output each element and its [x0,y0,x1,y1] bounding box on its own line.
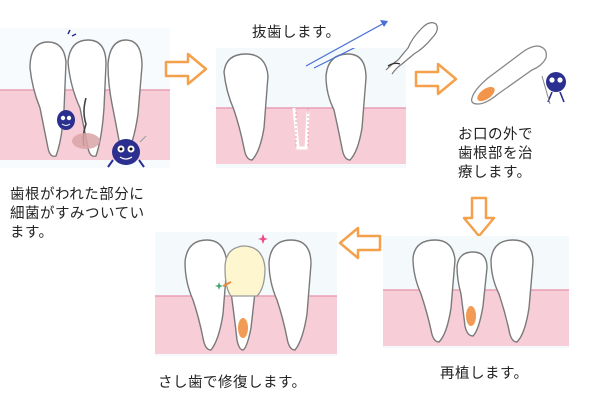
tooth-left [184,239,228,351]
arrow-right-icon [164,52,208,86]
step2-illustration [216,48,406,168]
treatment-glow [466,306,476,326]
step1-illustration [0,28,170,168]
step5-illustration [155,232,337,356]
step4-caption: 再植します。 [440,366,529,382]
tooth-right [490,239,534,343]
arrow-left-icon [338,226,382,260]
tooth-right [325,53,367,161]
step3-caption: お口の外で 歯根部を治 療します。 [458,127,533,181]
treatment-glow [477,86,495,102]
tooth-right [268,239,312,351]
bacteria-icon [107,135,147,168]
replanted-tooth [456,251,488,337]
tooth-left [223,53,269,161]
extraction-forceps-icon [305,20,438,75]
bacteria-icon [57,110,75,130]
extraction-path [313,48,356,69]
arrow-down-icon [462,196,496,238]
bacteria-icon [541,72,566,105]
extraction-socket [295,108,309,148]
treatment-glow [238,318,248,338]
tooth-cracked [67,39,107,158]
infection-area [72,133,100,149]
crown-restoration [224,245,266,297]
step1-caption: 歯根がわれた部分に 細菌がすみついてい ます。 [10,187,145,241]
tooth-left [29,41,67,158]
step2-caption: 抜歯します。 [252,25,341,41]
sparkle-icon [258,234,268,244]
step5-caption: さし歯で修復します。 [158,375,307,391]
step3-illustration [470,45,566,105]
step4-illustration [383,236,569,348]
arrow-right-icon [414,62,458,96]
bacteria-icon [67,29,77,37]
tooth-left [412,239,456,343]
sparkle-icon [215,282,223,290]
